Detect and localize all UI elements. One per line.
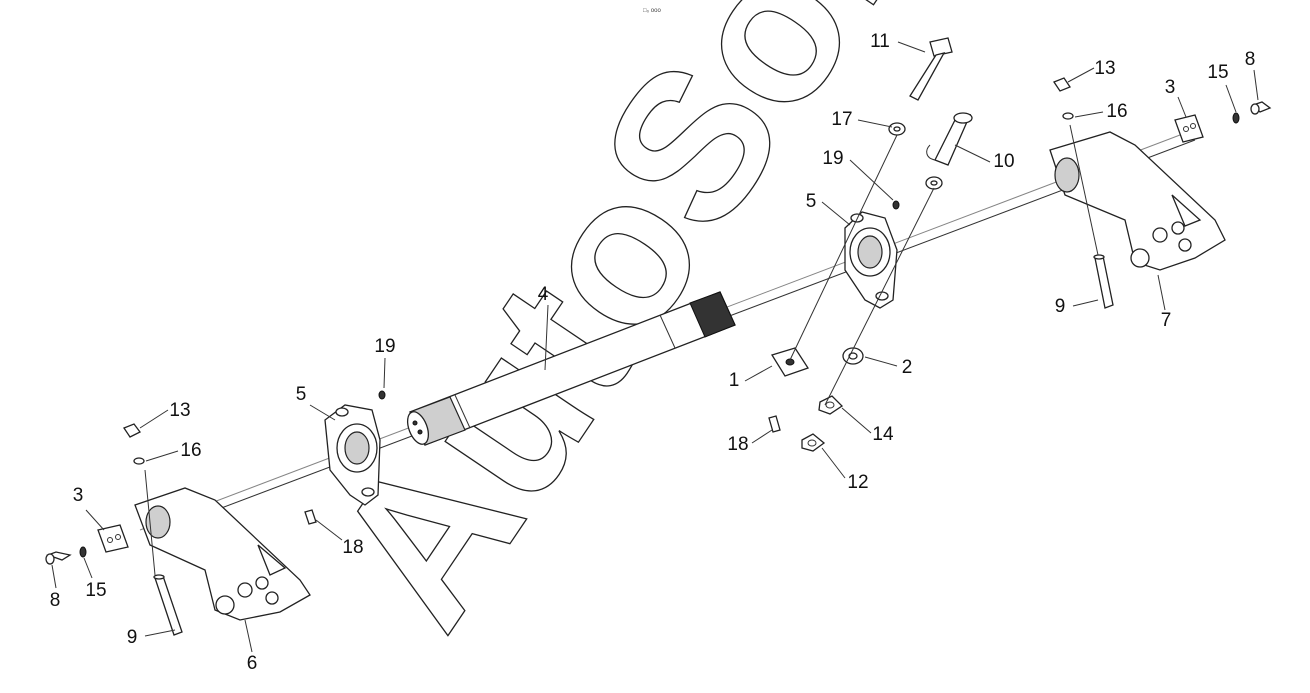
callout-c10: 10 — [993, 151, 1014, 172]
callout-c6: 6 — [247, 653, 258, 674]
callout-c9r: 9 — [1055, 296, 1066, 317]
callout-c1: 1 — [729, 370, 740, 391]
leader-lines — [51, 41, 1259, 653]
plate-right-part-3 — [1174, 114, 1204, 143]
callout-c11: 11 — [870, 31, 890, 52]
dowel-right-part-18 — [768, 415, 781, 433]
callout-c8l: 8 — [50, 590, 61, 611]
callout-c16l: 16 — [180, 440, 201, 461]
header-mark: □₀ ooo — [643, 8, 661, 14]
pin-right-part-9 — [1093, 254, 1114, 309]
nut-left-part-13 — [123, 423, 141, 438]
plate-left-part-3 — [97, 524, 129, 553]
assembly-line-c — [144, 469, 156, 576]
callout-c17: 17 — [831, 109, 852, 130]
callout-c9l: 9 — [127, 627, 138, 648]
assembly-line-a — [789, 134, 898, 361]
callout-c3l: 3 — [73, 485, 84, 506]
callout-c18r: 18 — [727, 434, 748, 455]
block-part-1 — [771, 347, 809, 377]
bearing-housing-right-part-5 — [844, 211, 898, 309]
callout-c15l: 15 — [85, 580, 106, 601]
assembly-line-d — [1069, 124, 1099, 256]
callout-c19r: 19 — [822, 148, 843, 169]
pin-left-part-9 — [153, 574, 183, 636]
callout-c13r: 13 — [1094, 58, 1115, 79]
callout-c18l: 18 — [342, 537, 363, 558]
callout-c7: 7 — [1161, 310, 1172, 331]
callout-c3r: 3 — [1165, 77, 1176, 98]
callout-c16r: 16 — [1106, 101, 1127, 122]
shaft-part-4 — [406, 291, 736, 446]
callout-c5l: 5 — [296, 384, 307, 405]
callout-c2: 2 — [902, 357, 913, 378]
washer-right-lower — [925, 176, 943, 190]
callout-c8r: 8 — [1245, 49, 1256, 70]
callout-c14: 14 — [872, 424, 894, 445]
callout-c15r: 15 — [1207, 62, 1228, 83]
washer-part-2 — [842, 347, 864, 365]
washer-part-17 — [888, 122, 906, 136]
washer-right-part-16 — [1062, 112, 1074, 120]
bolt-right-part-8 — [1250, 101, 1272, 115]
washer-left-part-15 — [79, 546, 87, 558]
bearing-housing-left-part-5 — [324, 404, 381, 506]
arm-right-part-7 — [1049, 131, 1226, 271]
washer-right-part-15 — [1232, 112, 1240, 124]
washer-left-part-16 — [133, 457, 145, 465]
callout-c19l: 19 — [374, 336, 395, 357]
bolt-left-part-8 — [45, 551, 72, 565]
grease-fitting-left-part-19 — [378, 390, 386, 400]
grease-fitting-right-part-19 — [892, 200, 900, 210]
callout-c5r: 5 — [806, 191, 817, 212]
assembly-line-b — [824, 187, 935, 406]
nut-part-14 — [818, 395, 844, 415]
nut-part-12 — [801, 433, 826, 452]
bolt-part-11 — [909, 37, 953, 101]
callout-c13l: 13 — [169, 400, 190, 421]
arm-left-part-6 — [134, 487, 311, 621]
callout-c12: 12 — [847, 472, 868, 493]
nut-right-part-13 — [1053, 77, 1071, 92]
u-bolt-part-10 — [926, 112, 973, 166]
dowel-left-part-18 — [304, 509, 317, 525]
callout-c4: 4 — [538, 284, 549, 305]
